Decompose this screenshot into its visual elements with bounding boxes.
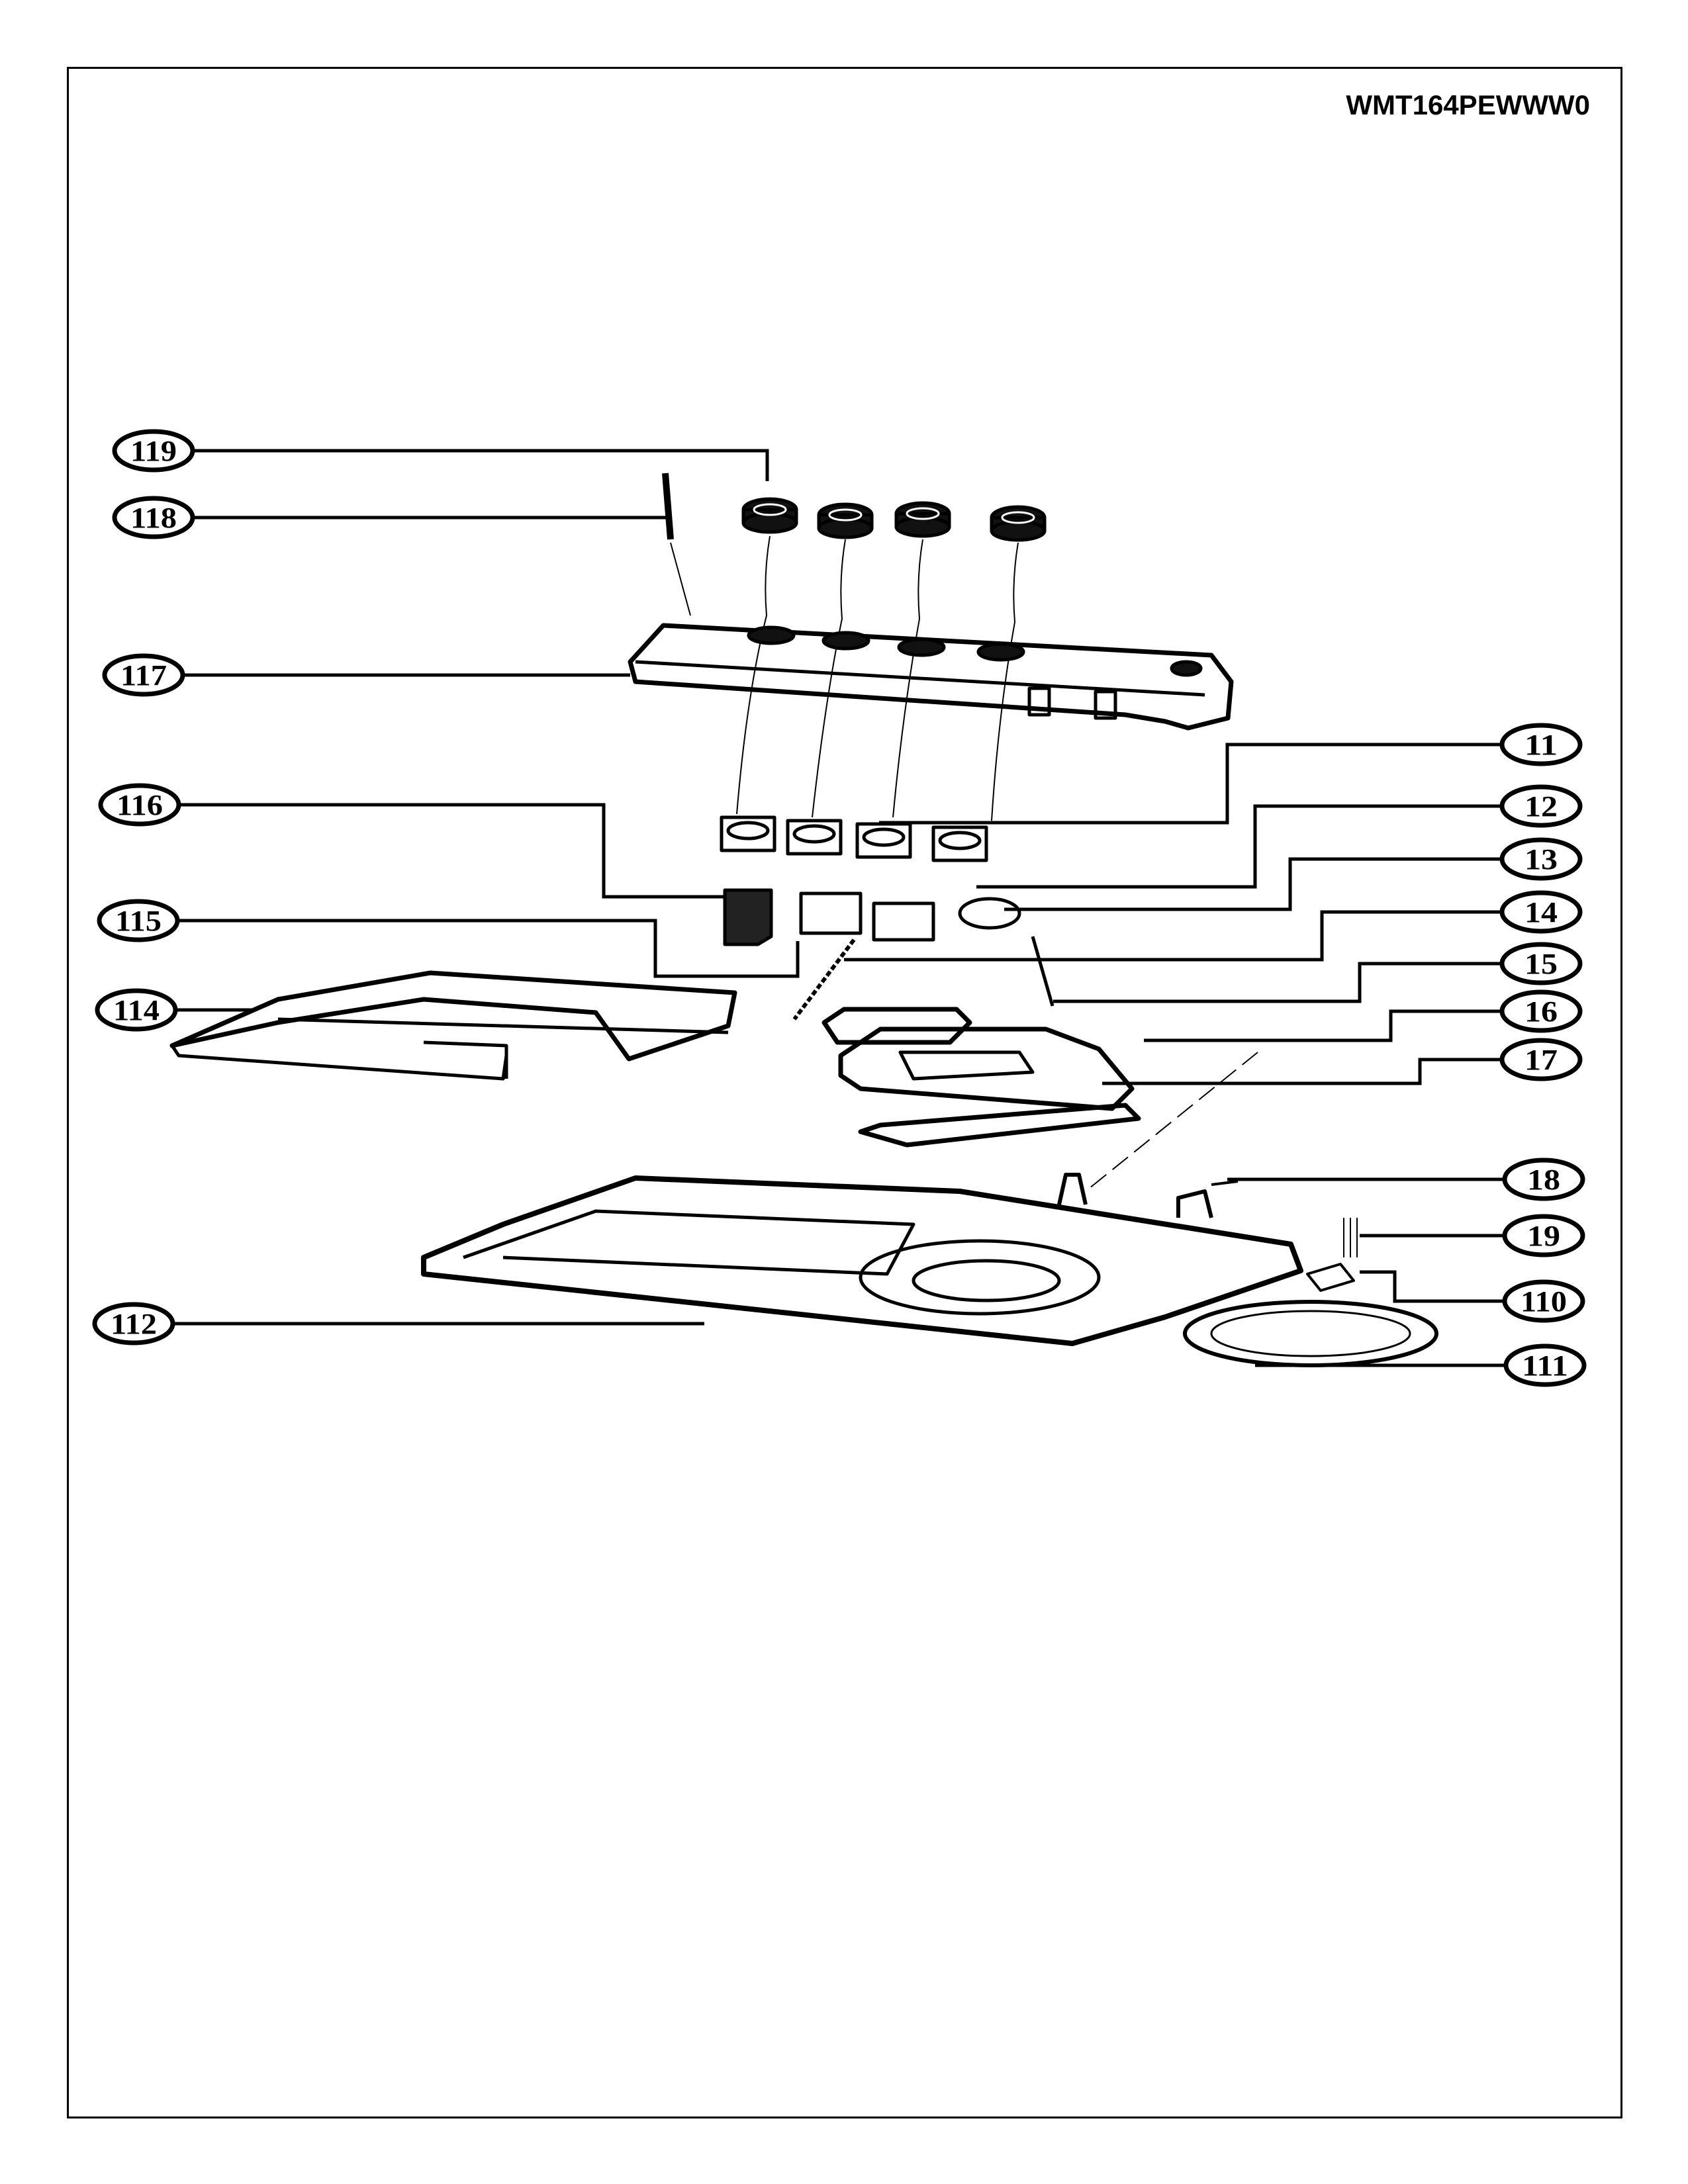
callout-bubble: [95, 988, 178, 1032]
callout-bubble: [1502, 1158, 1585, 1201]
callout-bubble: [1503, 1343, 1587, 1387]
callout-bubble: [1499, 890, 1583, 934]
callout-bubble: [1499, 837, 1583, 881]
callout-17: 17: [1499, 1038, 1583, 1081]
callout-15: 15: [1499, 942, 1583, 985]
callout-number: 111: [1522, 1349, 1568, 1382]
callout-number: 110: [1521, 1285, 1567, 1318]
callout-14: 14: [1499, 890, 1583, 934]
callout-number: 18: [1527, 1163, 1560, 1196]
callout-bubble: [1499, 723, 1583, 766]
callout-number: 11: [1524, 729, 1558, 761]
callout-number: 116: [117, 789, 163, 821]
callout-110: 110: [1502, 1279, 1585, 1323]
control-panel: [628, 623, 1234, 731]
callout-number: 119: [130, 435, 177, 467]
page-border: [67, 67, 1622, 2118]
lid: [169, 970, 737, 1081]
callout-111: 111: [1503, 1343, 1587, 1387]
callout-114: 114: [95, 988, 178, 1032]
callout-number: 13: [1524, 843, 1558, 876]
callout-118: 118: [112, 496, 195, 539]
callout-bubble: [97, 899, 180, 942]
callout-bubble: [112, 496, 195, 539]
callout-bubble: [98, 783, 181, 827]
callout-bubble: [1502, 1279, 1585, 1323]
light-pipe: [662, 473, 674, 540]
knobs: [741, 497, 1047, 542]
top-cover: [421, 1173, 1303, 1346]
callout-bubble: [102, 653, 185, 697]
callout-119: 119: [112, 429, 195, 473]
callout-bubble: [1502, 1214, 1585, 1257]
model-number: WMT164PEWWW0: [1346, 89, 1590, 120]
callout-bubble: [1499, 1038, 1583, 1081]
dispenser-assembly: [821, 1007, 1141, 1148]
callout-117: 117: [102, 653, 185, 697]
callout-number: 14: [1524, 896, 1558, 929]
callout-number: 15: [1524, 948, 1558, 980]
callout-bubble: [1499, 784, 1583, 828]
callout-number: 118: [130, 502, 177, 534]
callout-12: 12: [1499, 784, 1583, 828]
callout-number: 17: [1524, 1044, 1558, 1076]
callout-bubble: [1499, 989, 1583, 1033]
callout-112: 112: [92, 1302, 175, 1345]
callout-115: 115: [97, 899, 180, 942]
callout-bubble: [1499, 942, 1583, 985]
switch-assemblies: [720, 815, 1021, 946]
callout-number: 19: [1527, 1220, 1560, 1252]
callout-18: 18: [1502, 1158, 1585, 1201]
callout-116: 116: [98, 783, 181, 827]
callout-number: 112: [111, 1308, 157, 1340]
callout-bubble: [92, 1302, 175, 1345]
callout-bubble: [112, 429, 195, 473]
callout-number: 114: [113, 994, 160, 1026]
callout-11: 11: [1499, 723, 1583, 766]
callout-19: 19: [1502, 1214, 1585, 1257]
callout-number: 16: [1524, 995, 1558, 1028]
callout-number: 12: [1524, 790, 1558, 823]
callout-number: 117: [120, 659, 167, 692]
callout-number: 115: [115, 905, 162, 937]
callout-16: 16: [1499, 989, 1583, 1033]
callout-13: 13: [1499, 837, 1583, 881]
